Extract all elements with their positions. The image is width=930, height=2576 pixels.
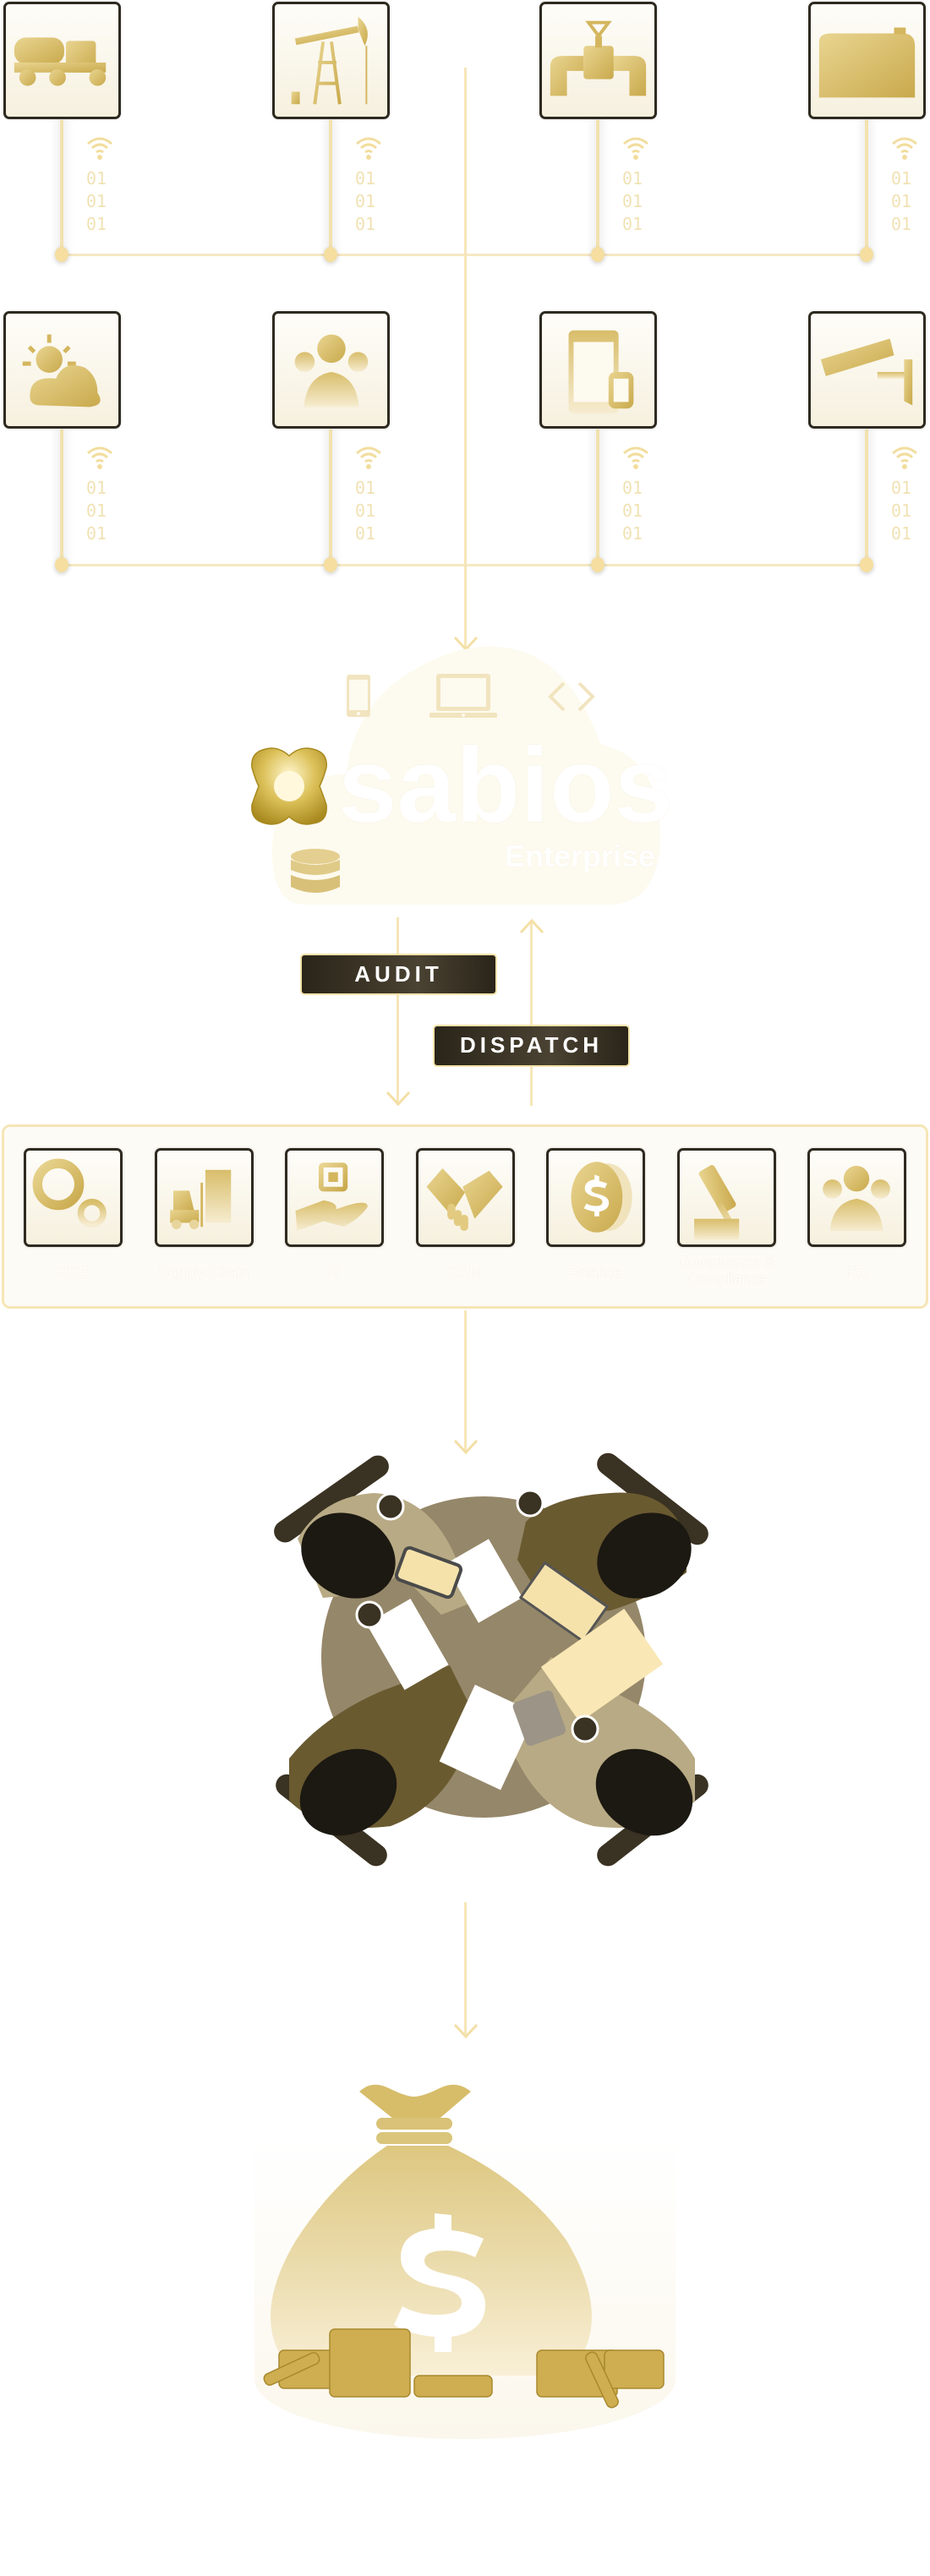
sensor-link bbox=[596, 429, 599, 564]
sensor-node-dot bbox=[591, 557, 604, 572]
binary-text: 01 bbox=[891, 191, 912, 211]
binary-text: 01 bbox=[891, 478, 912, 498]
wifi-icon bbox=[621, 445, 651, 470]
sensor-link bbox=[596, 120, 599, 254]
department-label: Governance & Compliance bbox=[677, 1254, 775, 1288]
sensor-link bbox=[329, 120, 332, 254]
sensor-node-dot bbox=[324, 247, 337, 262]
department-label: HSE bbox=[57, 1264, 89, 1281]
platform-name: sabios bbox=[338, 727, 673, 845]
sensor-link bbox=[60, 120, 63, 254]
department-label: Finance bbox=[567, 1264, 623, 1281]
department-label: CRM bbox=[447, 1264, 483, 1281]
binary-text: 01 bbox=[622, 168, 643, 189]
sensor-node-dot bbox=[591, 247, 604, 262]
code-icon bbox=[548, 681, 595, 712]
database-icon bbox=[291, 849, 340, 893]
sabios-logo-icon bbox=[251, 747, 327, 825]
department-tile-crm[interactable] bbox=[416, 1148, 515, 1247]
sensor-tile[interactable] bbox=[3, 311, 121, 429]
sensor-node-dot bbox=[860, 247, 873, 262]
binary-text: 01 bbox=[891, 168, 912, 189]
department-tile-hse[interactable] bbox=[24, 1148, 123, 1247]
department-tile-finance[interactable] bbox=[546, 1148, 645, 1247]
wifi-icon bbox=[889, 135, 920, 161]
audit-badge: AUDIT bbox=[300, 954, 497, 995]
binary-text: 01 bbox=[891, 523, 912, 544]
cloud-platform: sabios Enterprise bbox=[251, 617, 676, 913]
sensor-tile[interactable] bbox=[539, 311, 657, 429]
binary-text: 01 bbox=[355, 191, 376, 211]
money-bag-icon bbox=[263, 2084, 665, 2409]
dispatch-line bbox=[530, 922, 533, 1106]
laptop-icon bbox=[429, 674, 497, 718]
binary-text: 01 bbox=[622, 478, 643, 498]
sensor-tile[interactable] bbox=[539, 2, 657, 119]
wifi-icon bbox=[353, 135, 384, 161]
binary-text: 01 bbox=[622, 523, 643, 544]
department-label: Supply Chain bbox=[158, 1264, 249, 1281]
platform-edition: Enterprise bbox=[505, 839, 656, 873]
binary-text: 01 bbox=[355, 500, 376, 521]
department-tile-hr[interactable] bbox=[807, 1148, 906, 1247]
binary-text: 01 bbox=[355, 523, 376, 544]
arrow-down-icon bbox=[453, 2023, 479, 2039]
binary-text: 01 bbox=[86, 214, 107, 234]
binary-text: 01 bbox=[891, 214, 912, 234]
audit-line bbox=[397, 917, 399, 1105]
sensor-tile[interactable] bbox=[272, 2, 390, 119]
sensor-tile[interactable] bbox=[808, 2, 926, 119]
binary-text: 01 bbox=[891, 500, 912, 521]
wifi-icon bbox=[621, 135, 651, 161]
department-tile-governance-compliance[interactable] bbox=[677, 1148, 776, 1247]
mobile-icon bbox=[347, 675, 370, 717]
binary-text: 01 bbox=[622, 214, 643, 234]
binary-text: 01 bbox=[622, 191, 643, 211]
sensor-node-dot bbox=[55, 247, 68, 262]
binary-text: 01 bbox=[86, 191, 107, 211]
sensor-node-dot bbox=[324, 557, 337, 572]
sensor-link bbox=[865, 429, 868, 564]
department-label: HR bbox=[845, 1264, 867, 1281]
wifi-icon bbox=[85, 135, 115, 161]
sensor-node-dot bbox=[55, 557, 68, 572]
binary-text: 01 bbox=[355, 214, 376, 234]
outcome-line bbox=[464, 1902, 467, 2036]
sensor-tile[interactable] bbox=[272, 311, 390, 429]
binary-text: 01 bbox=[86, 478, 107, 498]
wifi-icon bbox=[85, 445, 115, 470]
decision-line bbox=[464, 1310, 467, 1452]
dispatch-badge: DISPATCH bbox=[433, 1025, 630, 1067]
wifi-icon bbox=[889, 445, 920, 470]
department-label: IT bbox=[327, 1264, 341, 1281]
sensor-link bbox=[329, 429, 332, 564]
arrow-up-icon bbox=[519, 918, 544, 934]
sensor-tile[interactable] bbox=[3, 2, 121, 119]
sensor-tile[interactable] bbox=[808, 311, 926, 429]
arrow-down-icon bbox=[386, 1091, 411, 1107]
team-meeting-illustration bbox=[274, 1452, 708, 1867]
sensor-link bbox=[60, 429, 63, 564]
binary-text: 01 bbox=[86, 500, 107, 521]
arrow-down-icon bbox=[453, 1439, 479, 1455]
ingest-line bbox=[464, 68, 467, 649]
binary-text: 01 bbox=[86, 523, 107, 544]
binary-text: 01 bbox=[622, 500, 643, 521]
binary-text: 01 bbox=[355, 478, 376, 498]
wifi-icon bbox=[353, 445, 384, 470]
department-tile-it[interactable] bbox=[285, 1148, 384, 1247]
sensor-link bbox=[865, 120, 868, 254]
sensor-node-dot bbox=[860, 557, 873, 572]
binary-text: 01 bbox=[86, 168, 107, 189]
binary-text: 01 bbox=[355, 168, 376, 189]
department-tile-supply-chain[interactable] bbox=[155, 1148, 254, 1247]
